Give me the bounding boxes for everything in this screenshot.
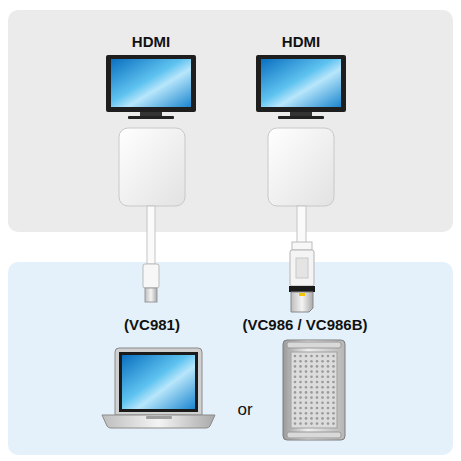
top-panel [8, 10, 453, 232]
desktop-tower [283, 340, 345, 440]
displayport-plug [289, 242, 315, 312]
port-label: HDMI [282, 34, 320, 51]
mini-displayport-plug [143, 264, 159, 302]
bottom-panel [8, 262, 453, 455]
cable-left [147, 206, 155, 264]
or-note: or [237, 401, 252, 420]
laptop [102, 348, 215, 428]
adapter-left [119, 128, 185, 206]
port-label: HDMI [132, 34, 170, 51]
tv-left [106, 55, 196, 119]
adapter-right [268, 128, 334, 206]
cable-right [297, 206, 306, 244]
model-number: (VC986 / VC986B) [242, 317, 367, 334]
model-number: (VC981) [124, 317, 180, 334]
tv-right [256, 55, 346, 119]
